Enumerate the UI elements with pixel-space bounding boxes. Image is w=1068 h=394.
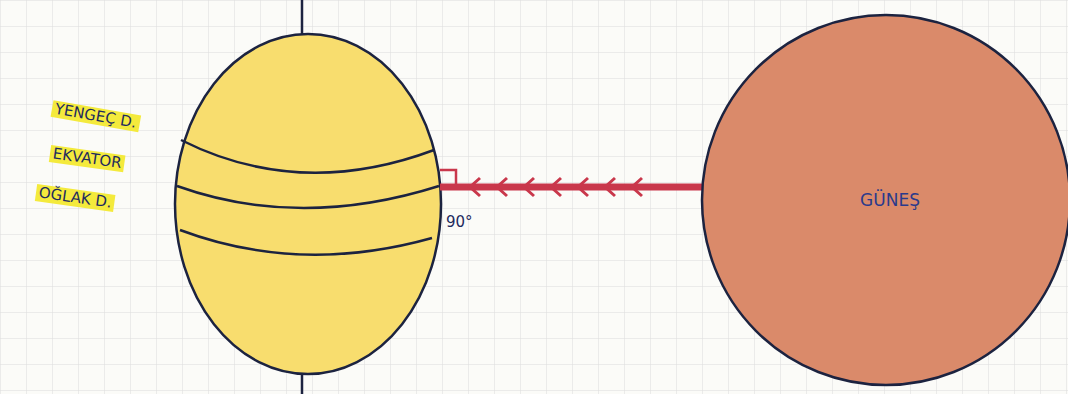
sun-ray (440, 184, 702, 191)
sun-fill (702, 15, 1068, 385)
right-angle-mark (440, 170, 456, 186)
earth-circle (175, 34, 441, 374)
angle-label: 90° (446, 214, 473, 231)
tropic-line (181, 140, 434, 173)
sun-label: GÜNEŞ (860, 190, 920, 210)
sun-circle: GÜNEŞ (700, 13, 1068, 387)
axis-line (301, 372, 304, 394)
equator-line (177, 186, 439, 208)
ray-chevrons (470, 178, 642, 196)
tropic-line (180, 230, 432, 255)
